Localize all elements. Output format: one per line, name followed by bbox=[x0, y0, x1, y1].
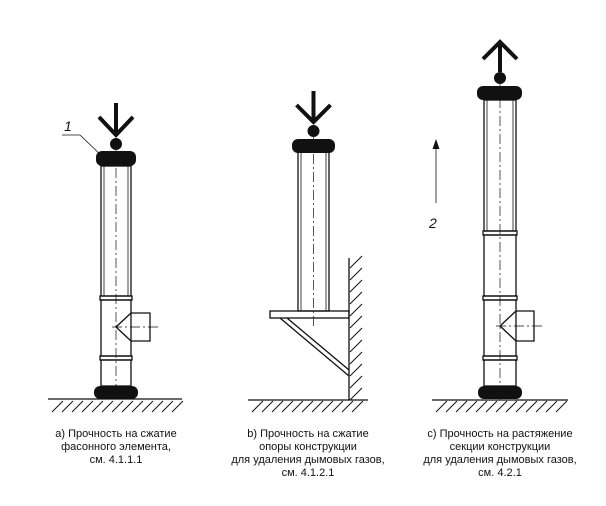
ground-a bbox=[48, 398, 184, 413]
wall-b bbox=[348, 255, 363, 401]
top-cap-a bbox=[96, 151, 136, 166]
svg-text:2: 2 bbox=[428, 215, 437, 231]
figure-a: 1 bbox=[48, 103, 184, 413]
top-cap-c bbox=[477, 86, 522, 100]
down-arrow-icon bbox=[295, 91, 332, 125]
direction-label-2: 2 bbox=[428, 139, 440, 231]
figure-c: 2 bbox=[428, 39, 568, 413]
caption-b: b) Прочность на сжатие опоры конструкции… bbox=[231, 428, 385, 479]
load-ball-b bbox=[307, 125, 320, 137]
part-label-1: 1 bbox=[62, 118, 105, 159]
ground-c bbox=[432, 399, 568, 413]
load-ball-c bbox=[494, 72, 506, 84]
up-arrow-icon bbox=[481, 39, 519, 72]
top-cap-b bbox=[292, 139, 335, 153]
figure-b bbox=[248, 91, 368, 413]
down-arrow-icon bbox=[97, 103, 135, 138]
wall-bracket-b bbox=[269, 310, 350, 377]
caption-a: a) Прочность на сжатие фасонного элемент… bbox=[55, 428, 177, 466]
svg-text:1: 1 bbox=[64, 118, 72, 134]
load-ball-a bbox=[110, 138, 122, 150]
ground-b bbox=[248, 399, 368, 413]
caption-c: c) Прочность на растяжение секции констр… bbox=[423, 428, 577, 479]
